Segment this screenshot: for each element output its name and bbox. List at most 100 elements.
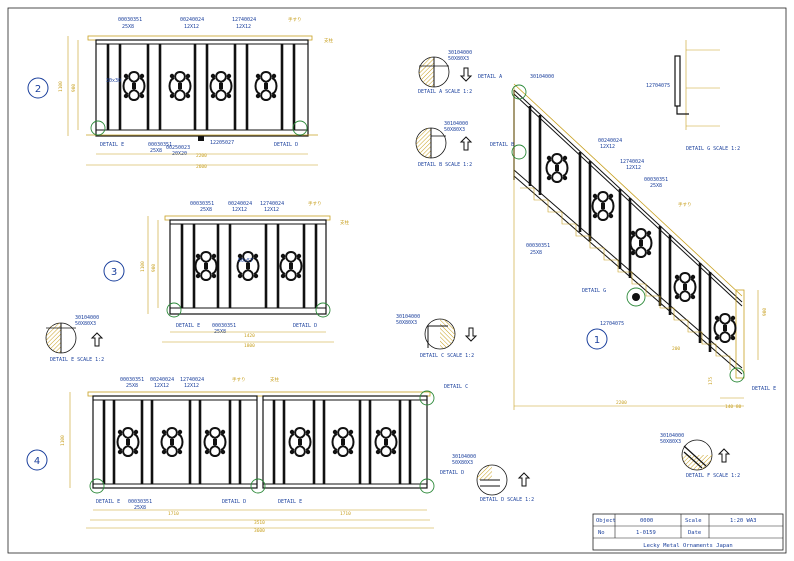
v2-balusters: [106, 44, 296, 130]
part-label: 12740024: [232, 17, 256, 23]
part-label: 00240024: [228, 201, 252, 207]
dim-run: 2200: [616, 400, 627, 406]
part-size: 25X8: [200, 207, 212, 213]
part-size: 50X80X3: [660, 439, 681, 445]
detail-callout: DETAIL B: [490, 142, 514, 148]
part-size: 50X80X3: [396, 320, 417, 326]
detail-d: 30104000 50X80X3 DETAIL D SCALE 1:2: [452, 454, 534, 503]
part-label: 00030351: [148, 142, 172, 148]
no-value: 1-0159: [636, 530, 656, 536]
detail-title: DETAIL E SCALE 1:2: [50, 357, 104, 363]
part-size: 50X80X3: [444, 127, 465, 133]
part-size: 50X80X3: [448, 56, 469, 62]
object-value: 0000: [640, 518, 653, 524]
dim-inner: 1420: [244, 333, 255, 339]
part-label: 30104000: [396, 314, 420, 320]
dim-mid: 3510: [254, 520, 265, 526]
detail-callout: DETAIL E: [176, 323, 200, 329]
scroll-ornament: [160, 427, 184, 457]
dim-total: 2600: [196, 164, 207, 170]
scale-label: Scale: [685, 518, 702, 524]
detail-f: 30104000 50X80X3 DETAIL F SCALE 1:2: [660, 433, 740, 479]
part-label: 00030351: [190, 201, 214, 207]
part-label: 30104000: [530, 74, 554, 80]
stair-balusters: [528, 106, 712, 352]
scroll-ornament: [545, 153, 569, 183]
part-size: 25X8: [134, 505, 146, 511]
part-label: 12740024: [260, 201, 284, 207]
scroll-ornament: [116, 427, 140, 457]
detail-title: DETAIL C SCALE 1:2: [420, 353, 474, 359]
company-name: Lecky Metal Ornaments Japan: [643, 543, 732, 549]
part-label: 12704075: [646, 83, 670, 89]
dim-height: 1100: [140, 261, 146, 272]
detail-c: 30104000 50X80X3 DETAIL C SCALE 1:2: [396, 314, 478, 359]
dim-height: 1100: [60, 435, 66, 446]
detail-callout: DETAIL C: [444, 384, 468, 390]
part-size: 12X12: [154, 383, 169, 389]
detail-callout: DETAIL A: [478, 74, 502, 80]
dim-inner: 2200: [196, 153, 207, 159]
scroll-ornament: [168, 71, 192, 101]
bar-size: 50x57: [238, 258, 253, 264]
part-label: 12704075: [600, 321, 624, 327]
scroll-ornament: [288, 427, 312, 457]
view-1-number: 1: [594, 335, 600, 346]
detail-a: 30104000 50X80X3 DETAIL A SCALE 1:2: [418, 50, 473, 95]
scroll-ornament: [673, 272, 697, 302]
dim-rise: 175: [708, 377, 714, 385]
detail-g: 12704075 DETAIL G SCALE 1:2: [646, 40, 740, 152]
detail-callout: DETAIL E: [278, 499, 302, 505]
no-label: No: [598, 530, 605, 536]
view-1-marker: [586, 328, 608, 350]
dim-step: 200: [672, 346, 680, 352]
scroll-ornament: [209, 71, 233, 101]
scroll-ornament: [331, 427, 355, 457]
part-label: 00240024: [180, 17, 204, 23]
part-size: 12X12: [264, 207, 279, 213]
view-4-number: 4: [34, 456, 40, 467]
post-note: 支柱: [324, 37, 333, 44]
part-label: 00030351: [120, 377, 144, 383]
dim-small: 140 80: [725, 404, 742, 410]
scroll-ornament: [203, 427, 227, 457]
part-size: 12X12: [184, 24, 199, 30]
part-label: 00030351: [128, 499, 152, 505]
detail-b: 30104000 50X80X3 DETAIL B SCALE 1:2: [415, 121, 473, 168]
rail-note: 手すり: [232, 376, 246, 383]
object-label: Object: [596, 518, 616, 524]
detail-callout: DETAIL D: [440, 470, 464, 476]
scroll-ornament: [236, 251, 260, 281]
scroll-ornament: [374, 427, 398, 457]
part-size: 50X80X3: [75, 321, 96, 327]
detail-callout: DETAIL E: [100, 142, 124, 148]
part-label: 00240024: [598, 138, 622, 144]
date-label: Date: [688, 530, 701, 536]
detail-title: DETAIL A SCALE 1:2: [418, 89, 472, 95]
v3-balusters: [180, 224, 318, 308]
scroll-ornament: [629, 228, 653, 258]
view-2-number: 2: [35, 84, 41, 95]
v4-balusters: [102, 400, 412, 484]
sheet-border: [7, 7, 787, 554]
dim-height: 900: [151, 264, 157, 272]
scroll-ornament: [713, 313, 737, 343]
part-label: 30104000: [660, 433, 684, 439]
detail-title: DETAIL F SCALE 1:2: [686, 473, 740, 479]
part-label: 00240024: [150, 377, 174, 383]
detail-callout: DETAIL D: [274, 142, 298, 148]
dim-height: 1100: [58, 81, 64, 92]
detail-title: DETAIL D SCALE 1:2: [480, 497, 534, 503]
detail-e: 30104000 50X80X3 DETAIL E SCALE 1:2: [45, 315, 104, 363]
part-size: 25X8: [530, 250, 542, 256]
part-size: 25X8: [126, 383, 138, 389]
scroll-ornament: [591, 191, 615, 221]
detail-callout: DETAIL E: [752, 386, 776, 392]
part-label: 12740024: [620, 159, 644, 165]
title-block: Object 0000 Scale 1:20 WA3 No 1-0159 Dat…: [592, 513, 784, 551]
part-label: 12205027: [210, 140, 234, 146]
view-4-marker: [26, 449, 48, 471]
bar-size: 30x30: [106, 78, 121, 84]
part-size: 50X80X3: [452, 460, 473, 466]
